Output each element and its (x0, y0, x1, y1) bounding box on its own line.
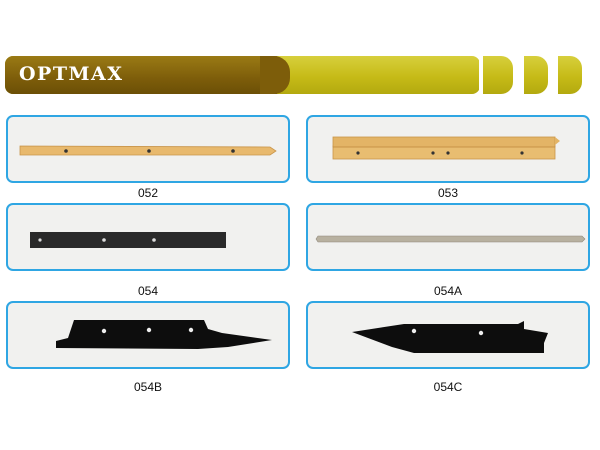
banner-dark-cap (260, 56, 290, 94)
wooden-rack-image (332, 136, 560, 160)
banner-tab (554, 56, 582, 94)
tapered-strip-image (315, 235, 586, 243)
product-card-052[interactable] (6, 115, 290, 183)
product-card-053[interactable] (306, 115, 590, 183)
product-code-label: 054A (433, 284, 463, 298)
product-card-054c[interactable] (306, 301, 590, 369)
wooden-strip-image (19, 145, 277, 156)
product-code-label: 054 (137, 284, 159, 298)
product-card-054a[interactable] (306, 203, 590, 271)
brand-title: OPTMAX (19, 63, 124, 85)
banner-tab (479, 56, 513, 94)
product-code-label: 054B (133, 380, 163, 394)
product-code-label: 052 (137, 186, 159, 200)
banner-tab (520, 56, 548, 94)
header-banner: OPTMAX (5, 56, 595, 94)
product-card-054[interactable] (6, 203, 290, 271)
black-blade-image (56, 320, 272, 349)
black-blade-image (352, 321, 548, 353)
black-strip-image (30, 232, 226, 248)
product-code-label: 053 (437, 186, 459, 200)
banner-dark-panel (5, 56, 277, 94)
product-code-label: 054C (433, 380, 463, 394)
product-card-054b[interactable] (6, 301, 290, 369)
